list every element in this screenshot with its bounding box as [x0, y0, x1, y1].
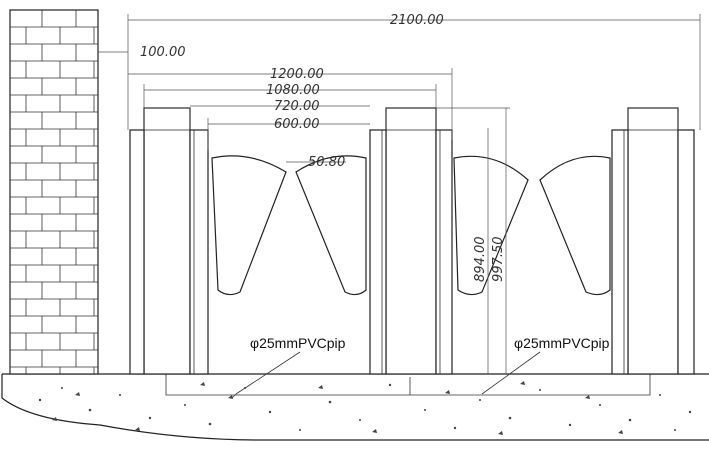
concrete-speckles — [38, 381, 692, 435]
flap-wing-4 — [539, 155, 611, 296]
dim-flap-height: 894.00 — [473, 237, 488, 283]
pipe-label-right: φ25mmPVCpip — [514, 335, 610, 351]
right-cabinet — [611, 107, 695, 375]
flap-wing-2 — [295, 155, 367, 296]
dim-outer-span: 1200.00 — [270, 67, 324, 82]
flap-wing-3 — [453, 155, 529, 296]
pipe-label-left: φ25mmPVCpip — [250, 335, 346, 351]
dimension-lines — [98, 14, 701, 374]
left-cabinet — [129, 107, 209, 375]
brick-wall — [9, 9, 99, 375]
flap-wings — [211, 155, 611, 296]
dim-wall-offset: 100.00 — [140, 45, 186, 60]
middle-cabinet — [369, 107, 453, 375]
flap-wing-1 — [211, 155, 287, 296]
pipe-leaders — [231, 351, 541, 399]
concrete-foundation — [1, 373, 709, 441]
dim-passage-width: 720.00 — [274, 99, 320, 114]
dim-overall-width: 2100.00 — [390, 13, 444, 28]
dim-inner-span: 1080.00 — [266, 83, 320, 98]
dim-panel-span: 600.00 — [274, 117, 320, 132]
dim-gap: 50.80 — [308, 155, 345, 170]
dim-cabinet-height: 997.50 — [491, 237, 506, 283]
